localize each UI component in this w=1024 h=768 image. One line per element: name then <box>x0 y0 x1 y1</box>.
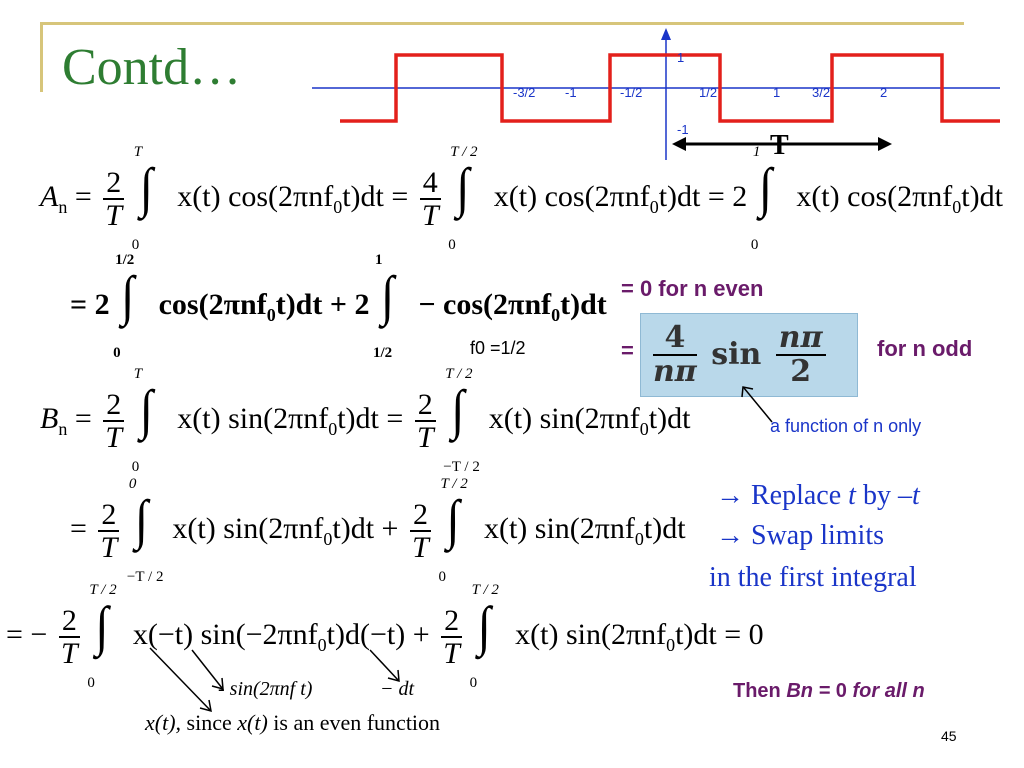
page-number: 45 <box>941 728 957 744</box>
odd-case-note: for n odd <box>877 336 973 361</box>
square-wave <box>340 53 1000 123</box>
period-arrow-right <box>878 137 892 151</box>
slide-title: Contd… <box>62 39 242 96</box>
equation-an-split: = 2 1/2∫0 cos(2πnf0t)dt + 2 1∫1/2 − cos(… <box>70 252 607 361</box>
annotation-even-function: x(t), since x(t) is an even function <box>145 710 441 735</box>
f0-note: f0 =1/2 <box>470 338 526 358</box>
step-first-integral: in the first integral <box>709 562 917 593</box>
x-tick-1: -3/2 <box>513 85 536 100</box>
x-tick-5: 1 <box>773 85 781 100</box>
x-tick-7: 2 <box>880 85 888 100</box>
function-note-arrow <box>741 386 773 423</box>
right-arrow-icon: → <box>716 520 744 551</box>
y-tick-top: 1 <box>677 50 685 65</box>
step-swap-limits: → Swap limits <box>716 520 885 551</box>
period-arrow-left <box>672 137 686 151</box>
square-wave-plot <box>312 28 1000 160</box>
x-tick-2: -1 <box>565 85 577 100</box>
left-decor-line <box>40 22 43 92</box>
x-tick-6: 3/2 <box>812 85 831 100</box>
y-axis-arrowhead <box>661 28 671 40</box>
x-tick-3: -1/2 <box>620 85 643 100</box>
annotation-arrows <box>149 647 400 713</box>
odd-case-equals: = <box>621 338 634 363</box>
period-label: T <box>770 130 789 161</box>
conclusion-note: Then Bn = 0 for all n <box>733 680 925 702</box>
annotation-sin: - sin(2πnf t) <box>218 678 313 700</box>
top-decor-line <box>40 22 964 25</box>
right-arrow-icon: → <box>716 480 744 511</box>
even-case-note: = 0 for n even <box>621 276 764 301</box>
y-tick-bottom: -1 <box>677 122 689 137</box>
step-replace-t: → Replace t by –t <box>716 480 920 511</box>
annotation-dt: − dt <box>380 678 415 700</box>
x-tick-4: 1/2 <box>699 85 718 100</box>
function-of-n-note: a function of n only <box>770 416 922 436</box>
